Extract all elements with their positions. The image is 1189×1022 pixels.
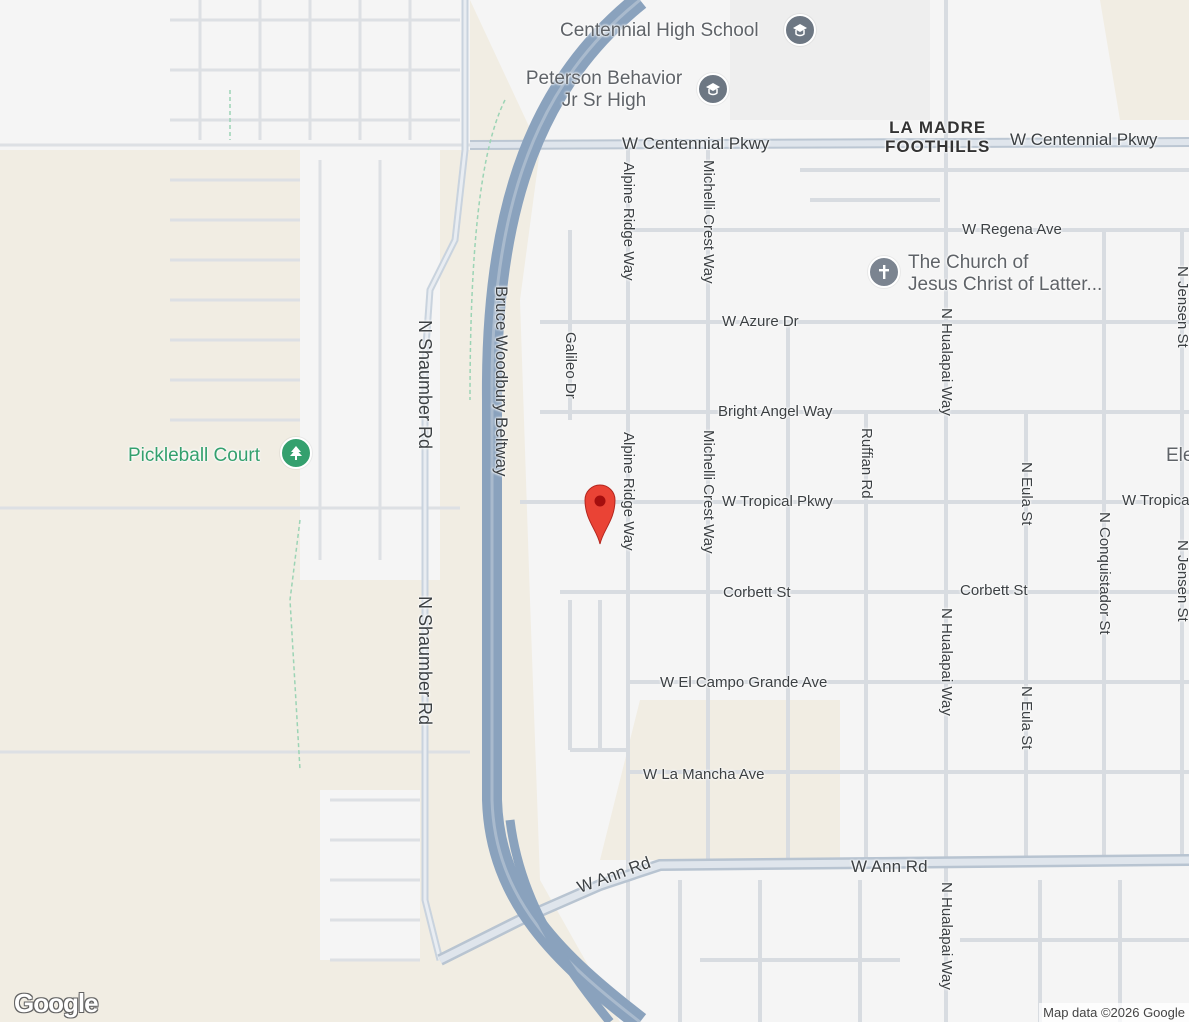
poi-label-pickleball-court[interactable]: Pickleball Court [128,445,260,466]
poi-label-church[interactable]: The Church of Jesus Christ of Latter... [908,252,1102,296]
school-icon[interactable] [784,14,816,46]
road-label-galileo: Galileo Dr [562,332,579,399]
road-label-bruce-woodbury-beltway: Bruce Woodbury Beltway [492,286,511,477]
poi-label-line: Jr Sr High [561,89,647,111]
road-label-ann-east: W Ann Rd [851,857,928,876]
location-pin-icon[interactable] [583,482,617,546]
road-label-michelli-north: Michelli Crest Way [700,160,717,284]
road-label-corbett: Corbett St [723,584,791,601]
road-label-eula-north: N Eula St [1018,462,1035,526]
poi-label-peterson-behavior[interactable]: Peterson Behavior Jr Sr High [518,68,690,112]
road-label-jensen-south: N Jensen St [1174,540,1189,622]
road-label-la-mancha: W La Mancha Ave [643,766,765,783]
road-label-regena: W Regena Ave [962,221,1062,238]
road-label-bright-angel: Bright Angel Way [718,403,833,420]
road-label-jensen-north: N Jensen St [1174,266,1189,348]
road-label-alpine-south: Alpine Ridge Way [620,432,637,551]
road-label-michelli-south: Michelli Crest Way [700,430,717,554]
road-label-tropical-east: W Tropica [1122,492,1189,509]
road-label-centennial-west: W Centennial Pkwy [622,134,770,153]
road-label-shaumber-north: N Shaumber Rd [415,320,435,450]
road-label-el-campo-grande: W El Campo Grande Ave [660,674,828,691]
road-label-hualapai-south: N Hualapai Way [938,882,955,990]
road-label-corbett-east: Corbett St [960,582,1028,599]
area-label-line: FOOTHILLS [885,136,991,156]
google-logo[interactable]: Google [14,988,99,1018]
road-label-hualapai-north: N Hualapai Way [938,308,955,416]
road-label-hualapai-middle: N Hualapai Way [938,608,955,716]
poi-label-centennial-high-school[interactable]: Centennial High School [560,20,759,41]
poi-label-partial: Ele [1166,445,1189,466]
school-icon[interactable] [697,73,729,105]
road-label-alpine-north: Alpine Ridge Way [620,162,637,281]
road-label-centennial-east: W Centennial Pkwy [1010,130,1158,149]
poi-label-line: Peterson Behavior [525,68,683,89]
road-label-shaumber-south: N Shaumber Rd [415,596,435,726]
area-label-line: LA MADRE [889,118,987,137]
area-label-la-madre-foothills: LA MADRE FOOTHILLS [885,118,991,156]
road-label-tropical: W Tropical Pkwy [722,493,833,510]
road-label-eula-south: N Eula St [1018,686,1035,750]
church-icon[interactable] [868,256,900,288]
tree-icon[interactable] [280,437,312,469]
road-label-ruffian: Ruffian Rd [858,428,875,499]
poi-label-line: Jesus Christ of Latter... [908,273,1103,295]
road-label-conquistador: N Conquistador St [1096,512,1113,635]
road-label-azure: W Azure Dr [722,313,799,330]
map-attribution[interactable]: Map data ©2026 Google [1039,1003,1189,1022]
poi-label-line: The Church of [908,252,1029,273]
